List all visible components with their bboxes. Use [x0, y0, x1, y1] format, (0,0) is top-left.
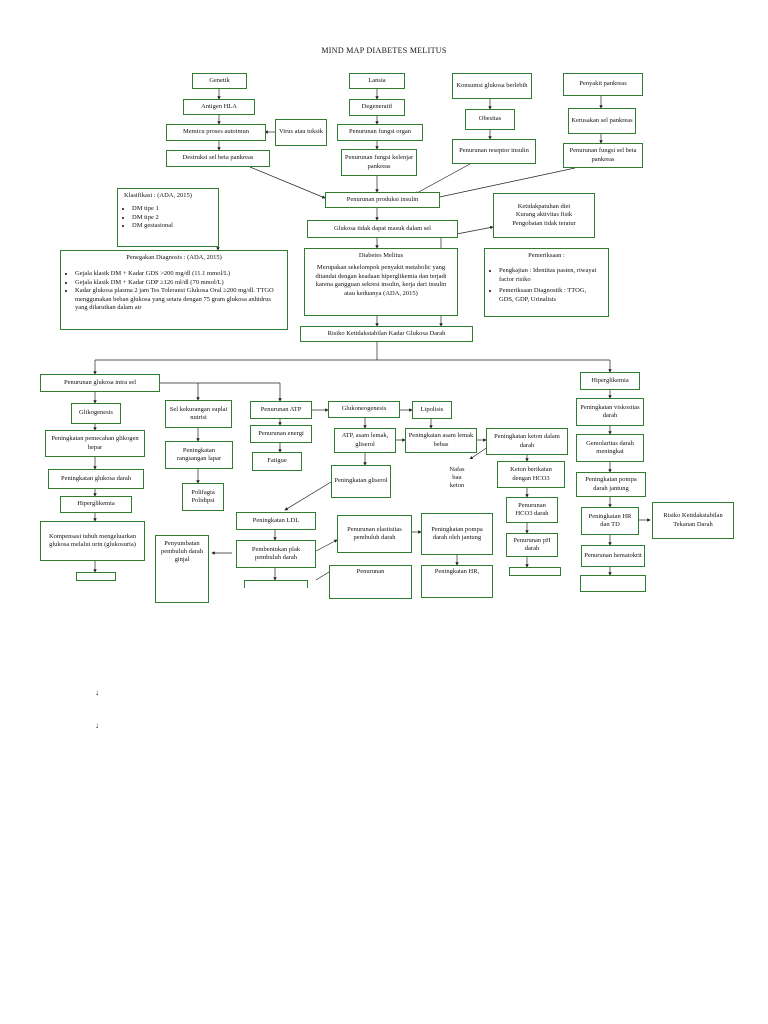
penegakan-item: Gejala klasik DM + Kadar GDP ≥126 ml/dl …: [75, 279, 281, 287]
node-penurunan-hco3: Penurunan HCO3 darah: [506, 497, 558, 523]
dm-header: Diabetes Melitus: [358, 252, 404, 259]
klasifikasi-item: DM gestasional: [132, 222, 212, 230]
node-antigen-hla: Antigen HLA: [183, 99, 255, 115]
node-obesitas: Obesitas: [465, 109, 515, 130]
diabetes-melitus-box: Diabetes Melitus Merupakan sekelompok pe…: [304, 248, 458, 316]
node-virus-toksik: Virus atau toksik: [275, 119, 327, 146]
node-kerusakan-sel-pankreas: Kerusakan sel pankreas: [568, 108, 636, 134]
node-penurunan-produksi-insulin: Penurunan produksi insulin: [325, 192, 440, 208]
node-penurunan-ph: Penurunan pH darah: [506, 533, 558, 557]
node-destruksi-sel-beta: Destruksi sel beta pankreas: [166, 150, 270, 167]
node-glikogenesis: Glikogenesis: [71, 403, 121, 424]
klasifikasi-box: Klasifikasi : (ADA, 2015) DM tipe 1 DM t…: [117, 188, 219, 247]
node-pembentukan-plak: Pembentukan plak pembuluh darah: [236, 540, 316, 568]
node-peningkatan-pemecahan: Peningkatan pemecahan glikogen hepar: [45, 430, 145, 457]
node-peningkatan-asam-lemak: Peningkatan asam lemak bebas: [405, 428, 477, 453]
node-penurunan-fungsi-sel-beta: Penurunan fungsi sel beta pankreas: [563, 143, 643, 168]
node-peningkatan-glukosa-darah: Peningkatan glukosa darah: [48, 469, 144, 489]
node-glukosa-tidak-masuk: Glukosa tidak dapat masuk dalam sel: [307, 220, 458, 238]
node-hiperglikemia-left: Hiperglikemia: [60, 496, 132, 513]
dm-definition: Merupakan sekelompok penyakit metabolic …: [315, 264, 447, 297]
node-peningkatan-hr-td: Peningkatan HR dan TD: [581, 507, 639, 535]
node-polifagia: Polifagia Polidipsi: [182, 483, 224, 511]
node-empty-right: [580, 575, 646, 592]
node-peningkatan-keton: Peningkatan keton dalam darah: [486, 428, 568, 455]
node-ketidakpatuhan: Ketidakpatuhan diet Kurang aktivitas fis…: [493, 193, 595, 238]
node-nafas-bau-keton: Nafas bau keton: [440, 459, 474, 497]
node-peningkatan-pompa-darah-jantung: Peningkatan pompa darah jantung: [576, 472, 646, 497]
node-empty-plak-below: [244, 580, 308, 588]
node-penurunan-energi: Penurunan energi: [250, 425, 312, 443]
node-atp-asam-lemak: ATP, asam lemak, gliserol: [334, 428, 396, 453]
pemeriksaan-item: Pengkajian : Identitas pasien, riwayat f…: [499, 267, 602, 284]
node-fatigue: Fatigue: [252, 452, 302, 471]
node-empty-ph-below: [509, 567, 561, 576]
klasifikasi-item: DM tipe 2: [132, 214, 212, 222]
node-penurunan-cut: Penurunan: [329, 565, 412, 599]
node-memicu-autoimun: Memicu proses autoimun: [166, 124, 266, 141]
penegakan-header: Penegakan Diagnosis : (ADA, 2015): [126, 254, 222, 261]
node-glukoneogenesis: Glukoneogenesis: [328, 401, 400, 418]
node-gemolaritas: Gemolaritas darah meningkat: [576, 434, 644, 462]
node-penurunan-elastisitas: Penurunan elastisitas pembuluh darah: [337, 515, 412, 553]
node-peningkatan-pompa-jantung: Peningkatan pompa darah oleh jantung: [421, 513, 493, 555]
node-genetik: Genetik: [192, 73, 247, 89]
node-penurunan-glukosa-intrasel: Penurunan glukosa intra sel: [40, 374, 160, 392]
node-empty-left: [76, 572, 116, 581]
node-penurunan-atp: Penurunan ATP: [250, 401, 312, 419]
node-lansia: Lansia: [349, 73, 405, 89]
node-peningkatan-gliserol: Peningkatan gliserol: [331, 465, 391, 498]
penegakan-item: Gejala klasik DM + Kadar GDS >200 mg/dl …: [75, 270, 281, 278]
node-peningkatan-rangsangan: Peningkatan rangsangan lapar: [165, 441, 233, 469]
node-hiperglikemia-right: Hiperglikemia: [580, 372, 640, 390]
node-peningkatan-ldl: Peningkatan LDL: [236, 512, 316, 530]
node-penurunan-hematokrit: Penurunan hematokrit: [581, 545, 645, 567]
node-kompensasi-glukosuria: Kompensasi tubuh mengeluarkan glukosa me…: [40, 521, 145, 561]
pemeriksaan-item: Pemeriksaan Diagnostik : TTOG, GDS, GDP,…: [499, 287, 602, 304]
klasifikasi-item: DM tipe 1: [132, 205, 212, 213]
node-risiko-glukosa-darah: Risiko Ketidakstabilan Kadar Glukosa Dar…: [300, 326, 473, 342]
node-penyumbatan: Penyumbatan pembuluh darah ginjal: [155, 535, 209, 603]
lone-arrow-icon: ↓: [95, 721, 99, 730]
node-degeneratif: Degeneratif: [349, 99, 405, 116]
node-penurunan-fungsi-organ: Penurunan fungsi organ: [337, 124, 423, 141]
node-penyakit-pankreas: Penyakit pankreas: [563, 73, 643, 96]
node-sel-kekurangan: Sel kekurangan suplai nutrisi: [165, 400, 232, 428]
node-penurunan-fungsi-kelenjar: Penurunan fungsi kelenjar pankreas: [341, 149, 417, 176]
node-risiko-tekanan-darah: Risiko Ketidakstabilan Tekanan Darah: [652, 502, 734, 539]
node-keton-berikatan: Keton berikatan dengan HCO3: [497, 461, 565, 488]
penegakan-item: Kadar glukosa plasma 2 jam Tes Toleransi…: [75, 287, 281, 312]
node-peningkatan-hr: Peningkatan HR,: [421, 565, 493, 598]
pemeriksaan-box: Pemeriksaan : Pengkajian : Identitas pas…: [484, 248, 609, 317]
page-title: MIND MAP DIABETES MELITUS: [321, 46, 447, 55]
node-konsumsi-glukosa: Konsumsi glukosa berlebih: [452, 73, 532, 99]
klasifikasi-header: Klasifikasi : (ADA, 2015): [124, 192, 192, 199]
node-penurunan-reseptor: Penurunan reseptor insulin: [452, 139, 536, 164]
penegakan-diagnosis-box: Penegakan Diagnosis : (ADA, 2015) Gejala…: [60, 250, 288, 330]
lone-arrow-icon: ↓: [95, 688, 99, 697]
pemeriksaan-header: Pemeriksaan :: [528, 252, 565, 259]
node-peningkatan-viskositas: Peningkatan viskositas darah: [576, 398, 644, 426]
node-lipolisis: Lipolisis: [412, 401, 452, 419]
